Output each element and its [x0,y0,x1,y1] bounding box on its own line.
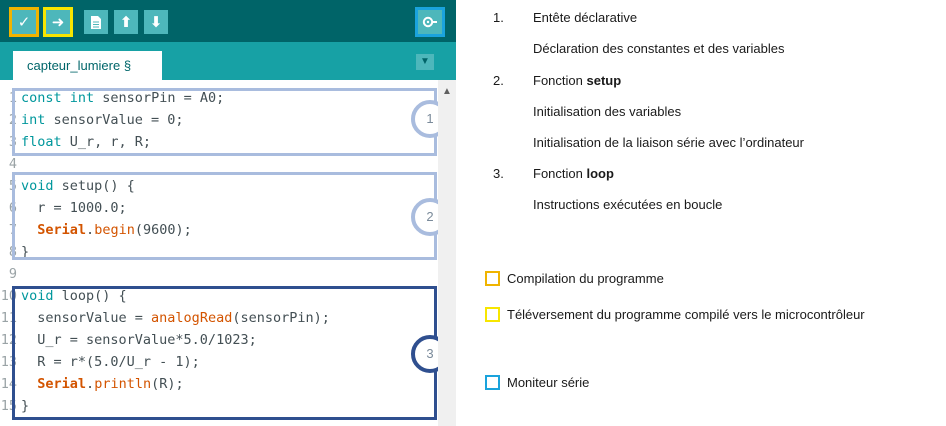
legend-item-1-title: Entête déclarative [533,10,638,25]
yellow-key-swatch [485,307,500,322]
orange-key-swatch [485,271,500,286]
line-number: 9 [8,266,17,282]
code-line: 11 sensorValue = analogRead(sensorPin); [0,307,436,329]
line-text: int sensorValue = 0; [21,112,184,128]
open-arrow-up-icon: ⬆ [119,13,133,31]
tab-capteur-lumiere[interactable]: capteur_lumiere § [13,51,162,80]
line-text: void loop() { [21,288,127,304]
legend-item-2-detail-1: Initialisation des variables [533,104,682,119]
line-text: void setup() { [21,178,135,194]
line-text: sensorValue = analogRead(sensorPin); [21,310,330,326]
legend-item-1-detail: Déclaration des constantes et des variab… [533,41,785,56]
blue-key-swatch [485,375,500,390]
legend-item-1-number: 1. [493,10,504,25]
line-text: Serial.begin(9600); [37,222,192,238]
serial-monitor-key-label: Moniteur série [507,375,590,390]
legend-item-3-number: 3. [493,166,504,181]
tab-bar: capteur_lumiere § ▼ [0,42,456,80]
vertical-scrollbar[interactable]: ▲ [438,80,456,426]
line-text: U_r = sensorValue*5.0/1023; [21,332,257,348]
upload-button[interactable]: ➜ [43,7,73,37]
tab-menu-button[interactable]: ▼ [416,54,434,70]
magnifier-icon [422,16,437,28]
arduino-ide: ✓ ➜ ⬆ ⬇ capteur_lumiere § ▼ [0,0,456,426]
line-text: } [21,244,30,260]
compile-key-label: Compilation du programme [507,271,664,286]
line-text: } [21,398,30,414]
legend-item-2-title: Fonction setup [533,73,622,88]
code-line: 12 U_r = sensorValue*5.0/1023; [0,329,436,351]
verify-button[interactable]: ✓ [9,7,39,37]
line-text: const int sensorPin = A0; [21,90,225,106]
line-text: R = r*(5.0/U_r - 1); [21,354,200,370]
upload-key-label: Téléversement du programme compilé vers … [507,307,865,322]
checkmark-icon: ✓ [17,13,31,31]
triangle-down-icon: ▼ [420,56,430,67]
code-line: 4 [0,153,436,175]
toolbar: ✓ ➜ ⬆ ⬇ [0,0,456,42]
scroll-up-icon[interactable]: ▲ [442,86,452,97]
block-1-frame [12,88,437,156]
legend-item-3-detail: Instructions exécutées en boucle [533,197,723,212]
open-button[interactable]: ⬆ [114,10,138,34]
block-2-frame [12,172,437,260]
serial-monitor-button[interactable] [415,7,445,37]
legend-item-2-number: 2. [493,73,504,88]
legend-item-2-detail-2: Initialisation de la liaison série avec … [533,135,804,150]
legend-panel: 1. Entête déclarative Déclaration des co… [485,0,946,426]
new-file-icon [91,15,101,29]
save-button[interactable]: ⬇ [144,10,168,34]
line-number: 4 [8,156,17,172]
line-text: float U_r, r, R; [21,134,152,150]
legend-item-3-title: Fonction loop [533,166,614,181]
new-button[interactable] [84,10,108,34]
line-text: r = 1000.0; [21,200,127,216]
line-text: Serial.println(R); [37,376,184,392]
save-arrow-down-icon: ⬇ [149,13,163,31]
arrow-right-icon: ➜ [51,13,65,31]
block-3-frame [12,286,437,420]
code-line: 9 [0,263,436,285]
